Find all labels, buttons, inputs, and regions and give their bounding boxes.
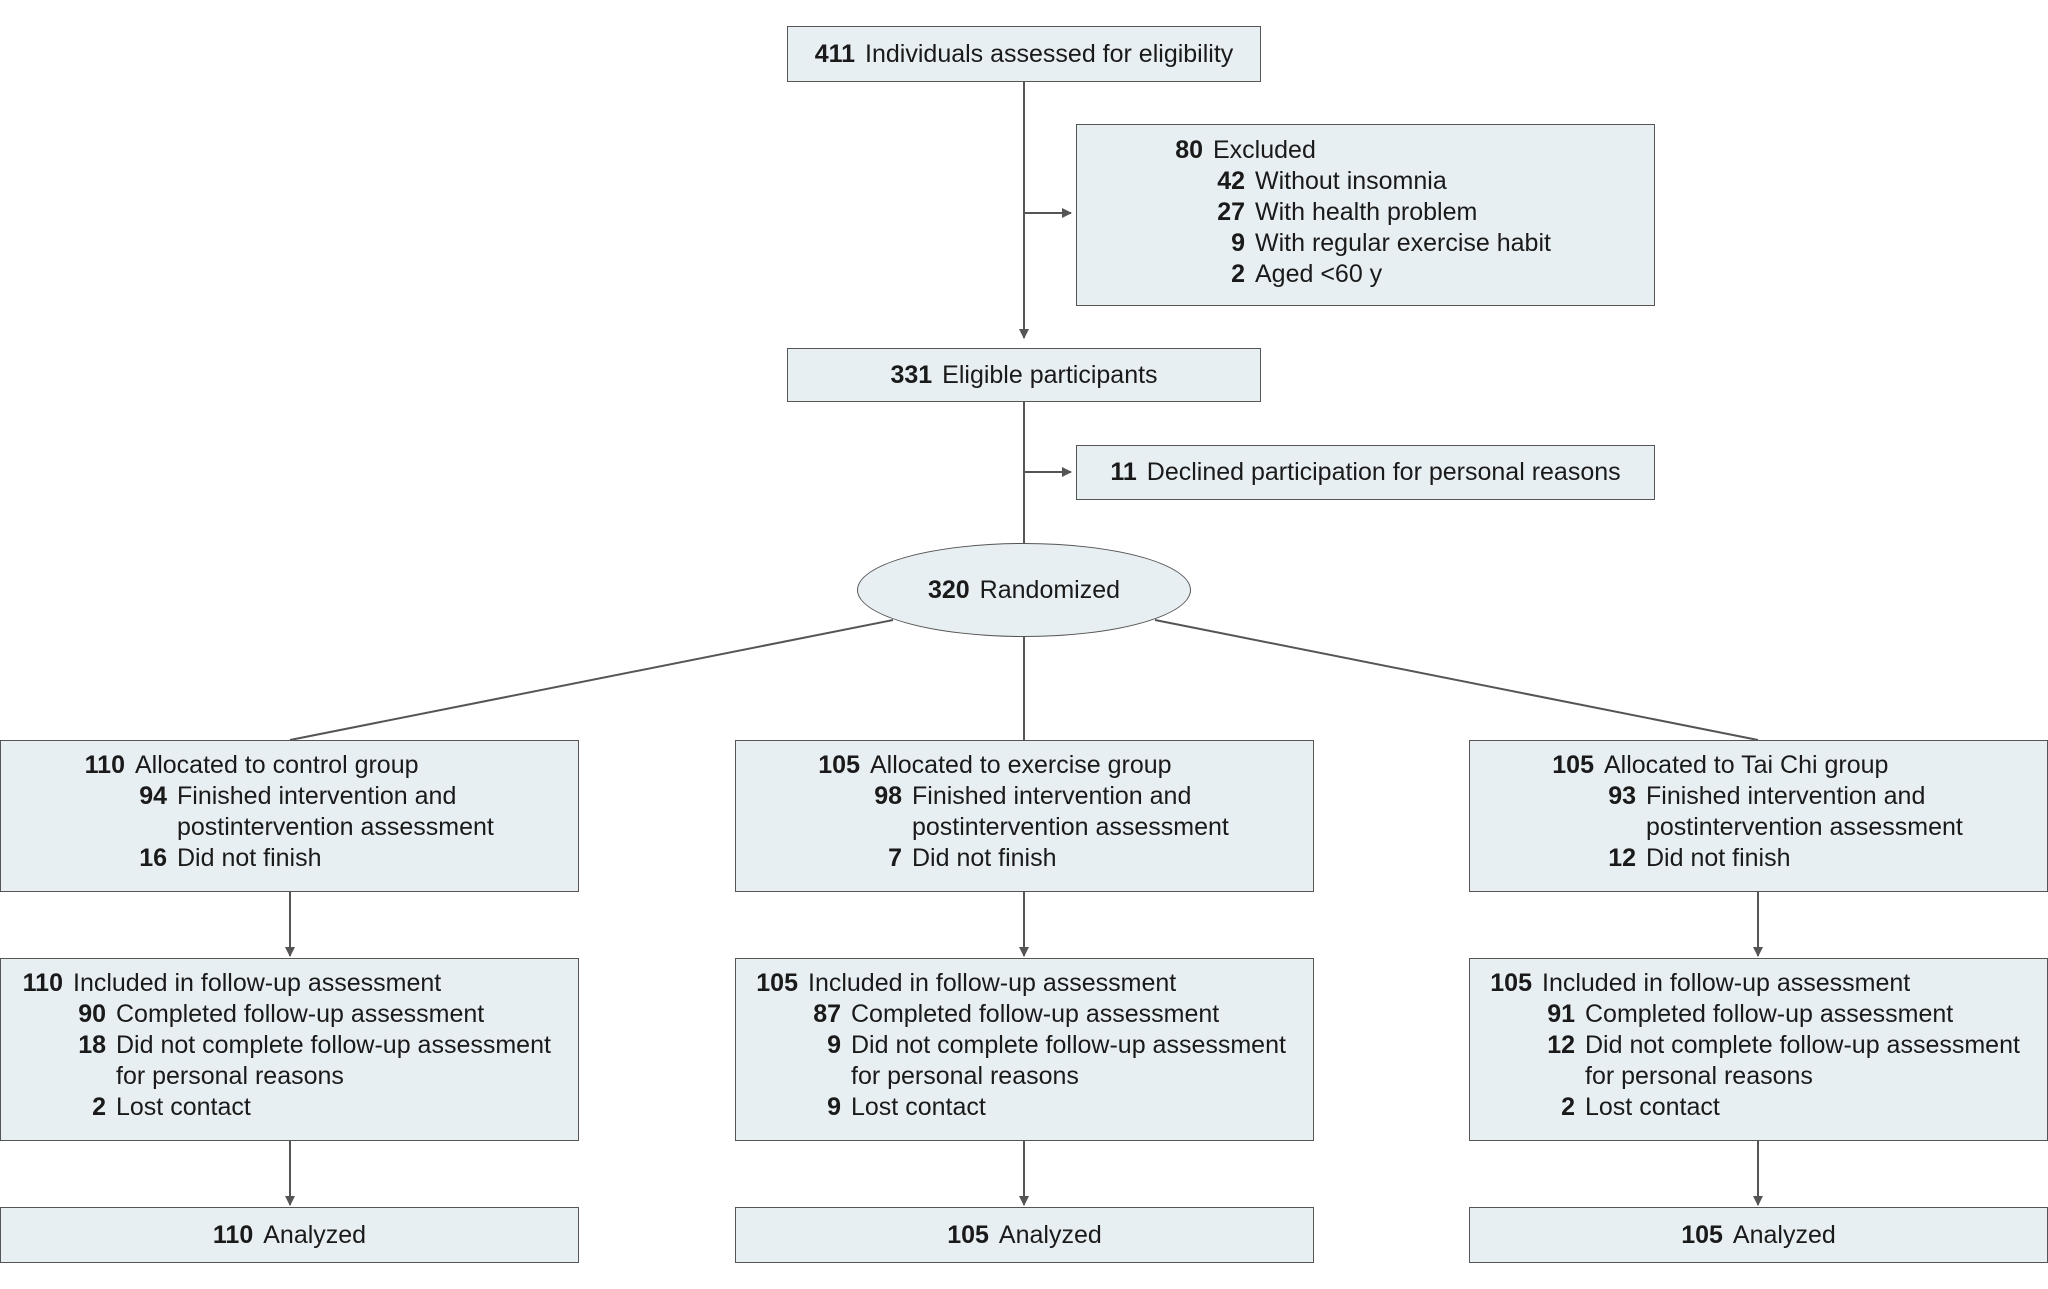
not-completed-label-continued: for personal reasons [116, 1062, 344, 1090]
exercise-followup-box: 105 Included in follow-up assessment 87 Co… [735, 958, 1314, 1141]
declined-box: 11 Declined participation for personal re… [1076, 445, 1655, 500]
followup-label: Included in follow-up assessment [73, 969, 442, 997]
allocated-label: Allocated to exercise group [870, 751, 1172, 779]
exercise-allocation-box: 105 Allocated to exercise group 98 Finishe… [735, 740, 1314, 892]
excluded-reason-label: Aged <60 y [1255, 260, 1383, 288]
assessed-count: 411 [814, 39, 856, 68]
lost-label: Lost contact [1585, 1093, 1720, 1121]
taichi-allocation-box: 105 Allocated to Tai Chi group 93 Finished… [1469, 740, 2048, 892]
not-completed-label: Did not complete follow-up assessment [1585, 1031, 2020, 1059]
followup-label: Included in follow-up assessment [1542, 969, 1911, 997]
not-completed-label: Did not complete follow-up assessment [116, 1031, 551, 1059]
not-completed-count: 12 [1547, 1031, 1575, 1059]
not-finished-count: 16 [139, 844, 167, 872]
assessed-box: 411 Individuals assessed for eligibility [787, 26, 1261, 82]
analyzed-label: Analyzed [998, 1220, 1102, 1249]
analyzed-count: 105 [947, 1220, 989, 1249]
taichi-analyzed-box: 105 Analyzed [1469, 1207, 2048, 1263]
connector-randomized-to-taichi [1154, 619, 1759, 741]
finished-count: 94 [139, 782, 167, 810]
followup-label: Included in follow-up assessment [808, 969, 1177, 997]
excluded-reason-count: 42 [1217, 167, 1245, 195]
excluded-count: 80 [1175, 136, 1203, 164]
randomized-label: Randomized [979, 575, 1121, 604]
excluded-box: 80 Excluded 42 Without insomnia 27 With hea… [1076, 124, 1655, 306]
allocated-count: 105 [1552, 751, 1594, 779]
excluded-reason-count: 9 [1231, 229, 1245, 257]
lost-label: Lost contact [851, 1093, 986, 1121]
followup-count: 105 [756, 969, 798, 997]
not-finished-count: 7 [888, 844, 902, 872]
finished-label-continued: postintervention assessment [1646, 813, 1963, 841]
finished-count: 98 [874, 782, 902, 810]
completed-label: Completed follow-up assessment [116, 1000, 485, 1028]
lost-label: Lost contact [116, 1093, 251, 1121]
exercise-analyzed-box: 105 Analyzed [735, 1207, 1314, 1263]
completed-label: Completed follow-up assessment [851, 1000, 1220, 1028]
lost-count: 9 [827, 1093, 841, 1121]
followup-count: 110 [22, 969, 63, 997]
completed-count: 87 [813, 1000, 841, 1028]
completed-label: Completed follow-up assessment [1585, 1000, 1954, 1028]
control-followup-box: 110 Included in follow-up assessment 90 Co… [0, 958, 579, 1141]
followup-count: 105 [1490, 969, 1532, 997]
connector-randomized-to-control [289, 619, 894, 741]
excluded-reason-count: 27 [1217, 198, 1245, 226]
lost-count: 2 [1561, 1093, 1575, 1121]
analyzed-count: 105 [1681, 1220, 1723, 1249]
allocated-label: Allocated to control group [135, 751, 419, 779]
completed-count: 91 [1547, 1000, 1575, 1028]
eligible-label: Eligible participants [942, 360, 1158, 389]
declined-label: Declined participation for personal reas… [1146, 458, 1621, 486]
not-completed-label: Did not complete follow-up assessment [851, 1031, 1286, 1059]
completed-count: 90 [78, 1000, 106, 1028]
eligible-box: 331 Eligible participants [787, 348, 1261, 402]
excluded-reason-label: With health problem [1255, 198, 1478, 226]
analyzed-label: Analyzed [1732, 1220, 1836, 1249]
lost-count: 2 [92, 1093, 106, 1121]
finished-label: Finished intervention and [177, 782, 457, 810]
finished-label: Finished intervention and [1646, 782, 1926, 810]
eligible-count: 331 [890, 360, 933, 389]
not-finished-label: Did not finish [177, 844, 322, 872]
excluded-reason-label: Without insomnia [1255, 167, 1447, 195]
finished-count: 93 [1608, 782, 1636, 810]
not-finished-count: 12 [1608, 844, 1636, 872]
not-completed-count: 9 [827, 1031, 841, 1059]
control-allocation-box: 110 Allocated to control group 94 Finished… [0, 740, 579, 892]
allocated-label: Allocated to Tai Chi group [1604, 751, 1889, 779]
excluded-reason-count: 2 [1231, 260, 1245, 288]
taichi-followup-box: 105 Included in follow-up assessment 91 Co… [1469, 958, 2048, 1141]
not-completed-label-continued: for personal reasons [851, 1062, 1079, 1090]
allocated-count: 105 [818, 751, 860, 779]
finished-label: Finished intervention and [912, 782, 1192, 810]
randomized-count: 320 [927, 575, 970, 604]
analyzed-label: Analyzed [263, 1220, 367, 1249]
not-finished-label: Did not finish [1646, 844, 1791, 872]
excluded-reason-label: With regular exercise habit [1255, 229, 1551, 257]
finished-label-continued: postintervention assessment [912, 813, 1229, 841]
allocated-count: 110 [84, 751, 125, 779]
analyzed-count: 110 [212, 1220, 254, 1249]
excluded-label: Excluded [1213, 136, 1316, 164]
control-analyzed-box: 110 Analyzed [0, 1207, 579, 1263]
randomized-ellipse: 320 Randomized [857, 543, 1191, 637]
finished-label-continued: postintervention assessment [177, 813, 494, 841]
not-completed-label-continued: for personal reasons [1585, 1062, 1813, 1090]
not-completed-count: 18 [78, 1031, 106, 1059]
declined-count: 11 [1110, 458, 1137, 486]
assessed-label: Individuals assessed for eligibility [865, 39, 1234, 68]
not-finished-label: Did not finish [912, 844, 1057, 872]
